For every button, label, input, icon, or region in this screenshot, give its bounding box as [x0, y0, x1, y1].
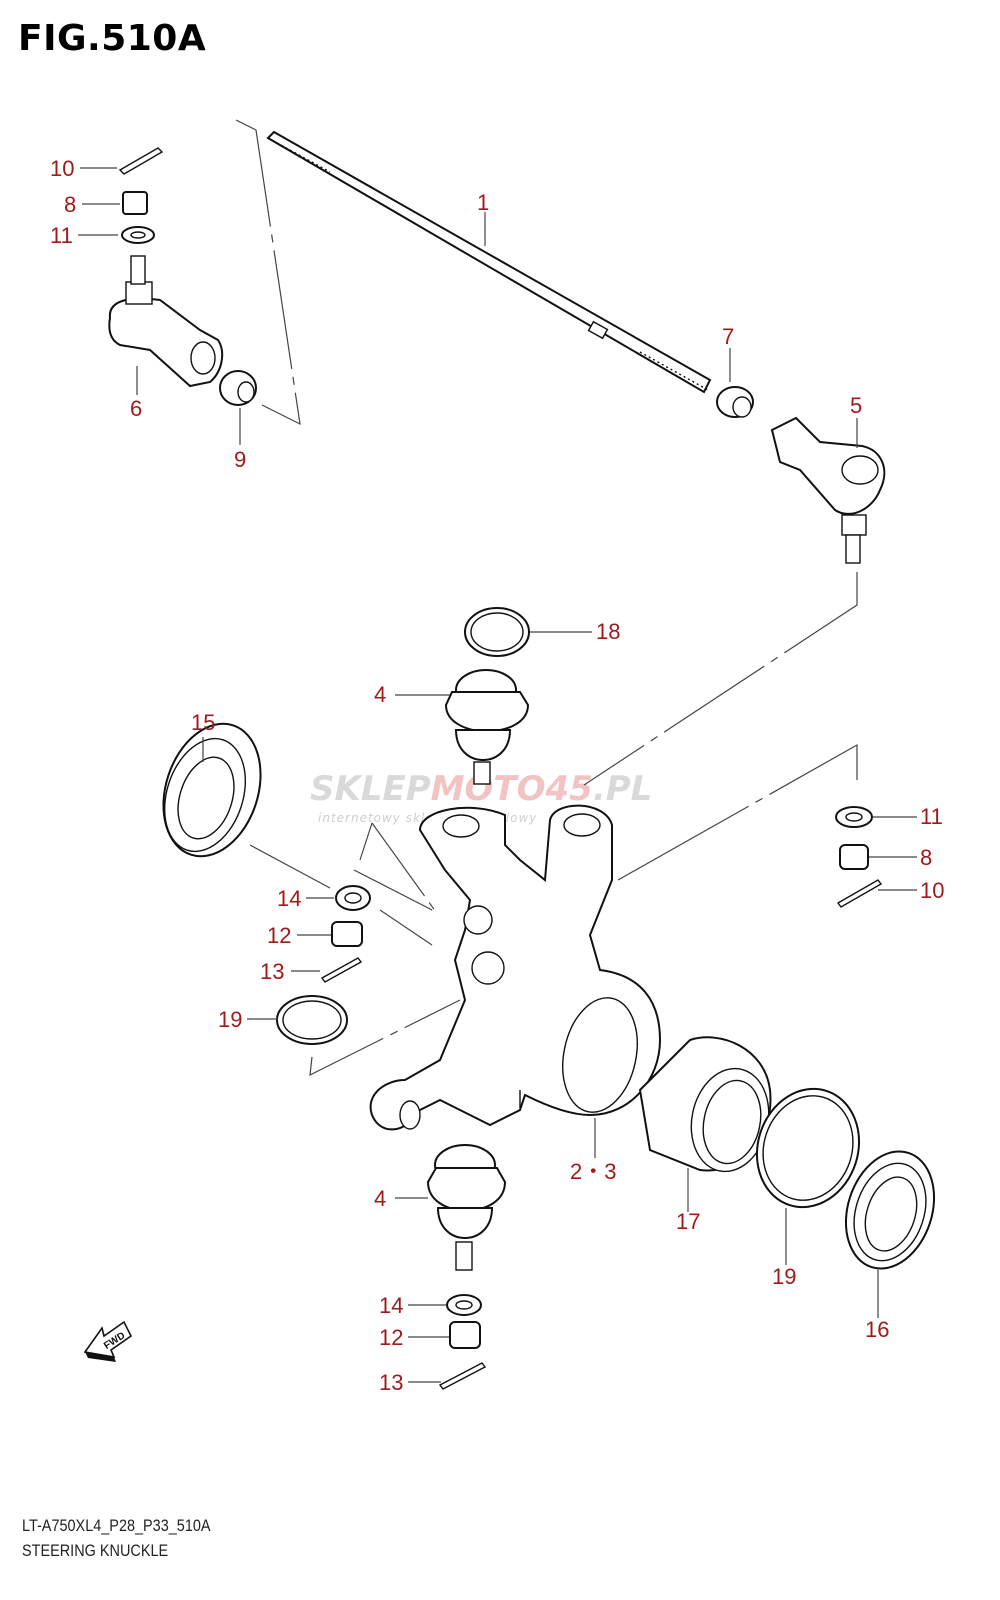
label-part-4-lower: 4 [374, 1186, 386, 1211]
watermark-part3: 45 [545, 769, 593, 809]
svg-text:SKLEPMOTO45.PL: SKLEPMOTO45.PL [310, 769, 652, 809]
label-part-17: 17 [676, 1209, 700, 1234]
tie-rod-end-right-part [770, 416, 886, 564]
oil-seal-right-part [844, 1150, 936, 1270]
circlip-19-upper-part [276, 995, 348, 1045]
label-part-4-upper: 4 [374, 682, 386, 707]
label-part-12-lower: 12 [379, 1325, 403, 1350]
castle-nut-12-upper-part [331, 921, 363, 947]
castle-nut-left-part [122, 191, 148, 215]
label-part-9: 9 [234, 447, 246, 472]
label-part-11-right: 11 [920, 804, 943, 829]
castle-nut-right-part [839, 844, 869, 870]
cotter-pin-13-upper-part [320, 957, 363, 983]
circlip-19-lower-part [755, 1087, 861, 1209]
label-part-2-3: 2・3 [570, 1159, 616, 1184]
leader-lines [78, 167, 917, 1383]
label-part-11-left: 11 [50, 223, 73, 248]
oil-seal-left-part [162, 722, 262, 858]
washer-left-part [121, 226, 155, 244]
label-part-8-right: 8 [920, 845, 932, 870]
wheel-bearing-part [638, 1036, 772, 1173]
lock-nut-left-part [219, 370, 257, 406]
castle-nut-12-lower-part [449, 1321, 481, 1349]
tie-rod-part [266, 130, 712, 394]
label-part-6: 6 [130, 396, 142, 421]
figure-title: FIG.510A [18, 18, 207, 59]
label-part-7: 7 [722, 324, 734, 349]
label-part-15: 15 [191, 710, 215, 735]
watermark-part1: SKLEP [310, 769, 431, 809]
lock-nut-part [716, 386, 754, 418]
label-part-12-upper: 12 [267, 923, 291, 948]
label-part-14-lower: 14 [379, 1293, 403, 1318]
ball-joint-upper-part [444, 669, 530, 785]
part-labels: 1 10 8 11 6 9 7 5 18 4 15 14 12 13 19 11… [50, 156, 944, 1395]
ball-joint-lower-part [426, 1144, 507, 1271]
washer-right-part [835, 806, 873, 828]
circlip-top-part [464, 607, 530, 657]
diagram-name: STEERING KNUCKLE [22, 1541, 169, 1560]
label-part-18: 18 [596, 619, 620, 644]
label-part-14-upper: 14 [277, 886, 301, 911]
cotter-pin-left-part [118, 147, 164, 175]
label-part-10-right: 10 [920, 878, 944, 903]
cotter-pin-right-part [836, 879, 883, 908]
cotter-pin-13-lower-part [438, 1362, 487, 1390]
label-part-13-lower: 13 [379, 1370, 403, 1395]
label-part-19-left: 19 [218, 1007, 242, 1032]
knuckle-bracket-lines [249, 743, 858, 1077]
model-code: LT-A750XL4_P28_P33_510A [22, 1516, 211, 1535]
label-part-10-left: 10 [50, 156, 74, 181]
washer-14-upper-part [335, 885, 371, 911]
tie-rod-end-left-part [108, 255, 224, 388]
tie-rod-bracket-lines [235, 119, 301, 426]
label-part-16: 16 [865, 1317, 889, 1342]
tie-rod-to-knuckle-line [583, 572, 858, 786]
watermark-part4: .PL [593, 769, 653, 809]
steering-knuckle-part [369, 804, 662, 1131]
fwd-arrow-icon: FWD [83, 1320, 133, 1362]
label-part-1: 1 [477, 190, 489, 215]
label-part-5: 5 [850, 393, 862, 418]
label-part-19-right: 19 [772, 1264, 796, 1289]
washer-14-lower-part [446, 1294, 482, 1316]
label-part-8-left: 8 [64, 192, 76, 217]
label-part-13-upper: 13 [260, 959, 284, 984]
